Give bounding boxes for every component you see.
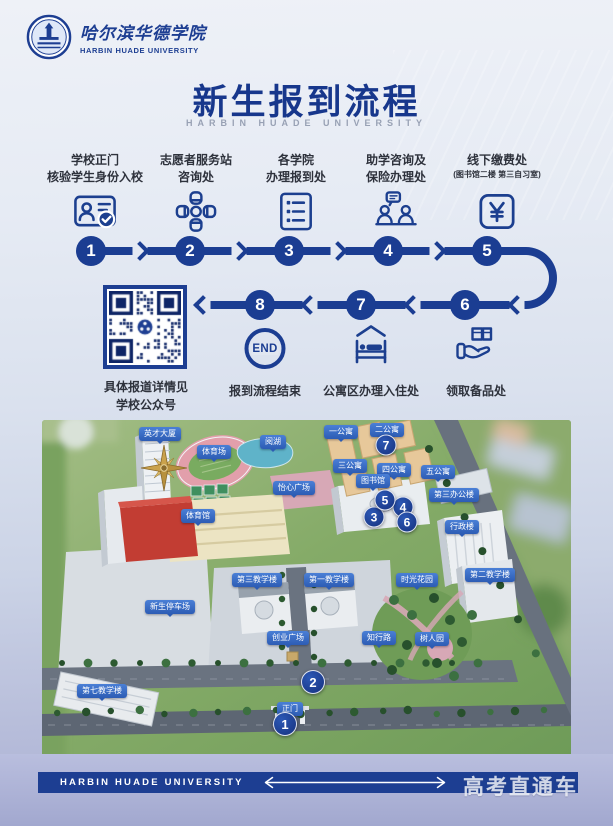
volunteer-hands-icon	[173, 188, 220, 235]
map-label: 行政楼	[445, 520, 479, 534]
map-marker: 5	[374, 489, 396, 511]
flow-step-label: 公寓区办理入住处	[322, 384, 420, 398]
map-label: 二公寓	[370, 423, 404, 437]
checklist-icon	[273, 188, 320, 235]
end-icon: END	[244, 328, 286, 369]
map-label: 第三教学楼	[232, 573, 282, 587]
double-arrow-icon	[264, 776, 446, 789]
qr-code-canvas	[109, 291, 181, 363]
payment-yuan-icon	[474, 188, 521, 235]
logo-text: 哈尔滨华德学院 HARBIN HUADE UNIVERSITY	[80, 19, 206, 55]
flow-arrow-gap	[429, 245, 445, 257]
flow-step-label: 领取备品处	[445, 384, 507, 398]
flow-step-number: 8	[245, 290, 275, 320]
qr-label: 具体报道详情见 学校公众号	[103, 380, 188, 412]
logo-name-cn: 哈尔滨华德学院	[80, 24, 206, 43]
flow-step-number: 1	[76, 236, 106, 266]
map-label: 体育馆	[181, 509, 215, 523]
map-label: 体育场	[197, 445, 231, 459]
qr-code	[103, 285, 187, 369]
flow-step-number: 4	[373, 236, 403, 266]
compass-rose-icon	[140, 444, 188, 492]
map-label: 第二教学楼	[465, 568, 515, 582]
id-check-icon	[72, 188, 119, 235]
map-label: 五公寓	[421, 465, 455, 479]
flow-step-number: 7	[346, 290, 376, 320]
flow-line-curve	[500, 247, 557, 309]
flow-arrow-gap	[231, 245, 247, 257]
flow-step-number: 3	[274, 236, 304, 266]
map-label: 图书馆	[356, 474, 390, 488]
flow-arrow-gap	[132, 245, 148, 257]
map-label: 英才大厦	[139, 427, 181, 441]
supplies-hand-icon	[452, 322, 500, 370]
logo-name-en: HARBIN HUADE UNIVERSITY	[80, 46, 199, 55]
flow-step-number: 2	[175, 236, 205, 266]
flow-step-number: 6	[450, 290, 480, 320]
map-label: 第三办公楼	[429, 488, 479, 502]
map-marker: 2	[301, 670, 325, 694]
flow-step-label: 助学咨询及保险办理处	[365, 153, 426, 185]
university-emblem-icon	[26, 14, 72, 60]
map-label: 怡心广场	[273, 481, 315, 495]
map-label: 一公寓	[324, 425, 358, 439]
page-title: 新生报到流程	[192, 83, 421, 122]
page-subtitle: HARBIN HUADE UNIVERSITY	[185, 118, 427, 128]
consultation-icon	[373, 188, 420, 235]
map-label: 时光花园	[396, 573, 438, 587]
flow-step-label: 报到流程结束	[228, 384, 302, 398]
map-label: 第七教学楼	[77, 684, 127, 698]
map-label: 创业广场	[267, 631, 309, 645]
map-marker: 6	[396, 511, 418, 533]
flow-step-label: 志愿者服务站咨询处	[159, 153, 232, 185]
footer-banner: HARBIN HUADE UNIVERSITY	[38, 772, 578, 793]
flow-chart: 1 学校正门核验学生身份入校 2 志愿者服务站咨询处 3 各学院办理报到处 4 助学咨询及保险…	[0, 142, 613, 418]
campus-map-art	[42, 420, 571, 758]
flow-arrow-gap	[509, 299, 525, 311]
flow-arrow-gap	[330, 245, 346, 257]
map-marker: 7	[375, 434, 397, 456]
map-label: 阅湖	[260, 435, 286, 449]
flow-arrow-gap	[405, 299, 421, 311]
university-logo: 哈尔滨华德学院 HARBIN HUADE UNIVERSITY	[26, 14, 206, 60]
map-marker: 3	[363, 506, 385, 528]
flow-step-number: 5	[472, 236, 502, 266]
dorm-bed-icon	[347, 322, 395, 370]
flow-arrow-gap	[195, 299, 211, 311]
map-marker: 1	[273, 712, 297, 736]
footer-banner-text: HARBIN HUADE UNIVERSITY	[60, 777, 244, 788]
flow-step-label: 线下缴费处(图书馆二楼 第三自习室)	[453, 153, 541, 180]
flow-arrow-gap	[302, 299, 318, 311]
map-label: 三公寓	[333, 459, 367, 473]
flow-step-label: 各学院办理报到处	[265, 153, 326, 185]
map-label: 知行路	[362, 631, 396, 645]
map-label: 树人园	[415, 632, 449, 646]
watermark-text: 高考直通车	[463, 776, 578, 799]
map-label: 第一教学楼	[304, 573, 354, 587]
map-label: 新生停车场	[145, 600, 195, 614]
campus-map: 英才大厦体育场阅湖怡心广场一公寓二公寓三公寓四公寓五公寓图书馆第三办公楼行政楼体…	[42, 420, 571, 758]
flow-step-label: 学校正门核验学生身份入校	[46, 153, 143, 185]
